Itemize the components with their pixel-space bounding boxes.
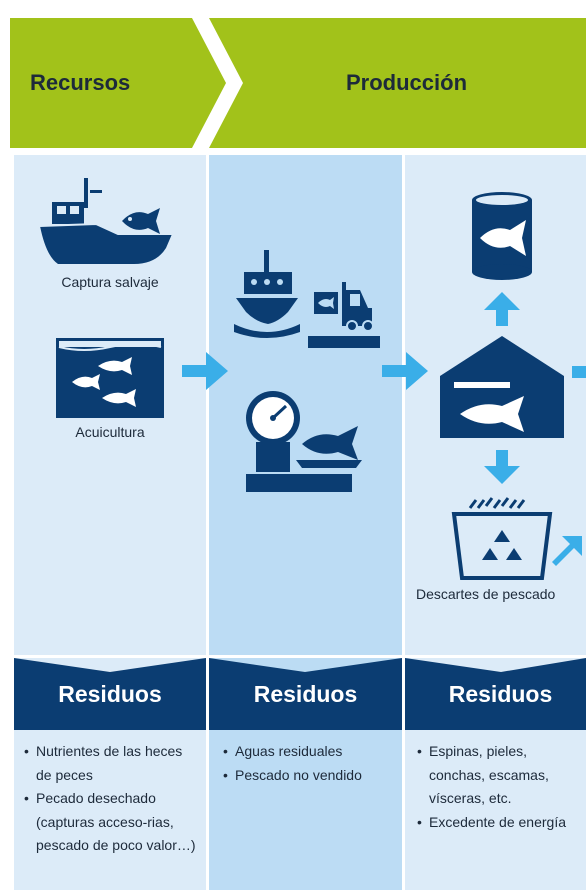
waste-item: Pecado desechado (capturas acceso-rias, … — [24, 787, 196, 858]
waste-label-1: Residuos — [58, 681, 162, 707]
arrow-diagonal-icon — [552, 536, 582, 566]
fish-icon — [122, 208, 160, 234]
logistics-panel — [209, 155, 402, 655]
waste-band-1 — [14, 658, 206, 730]
waste-list-2-panel: Aguas residuales Pescado no vendido — [209, 730, 402, 890]
waste-list-2: Aguas residuales Pescado no vendido — [209, 730, 402, 787]
stage-production-chevron — [209, 18, 586, 148]
cargo-ship-icon — [234, 250, 300, 338]
arrow-up-icon — [484, 292, 520, 326]
waste-band-3 — [405, 658, 586, 730]
caption-aquaculture: Acuicultura — [75, 424, 145, 440]
caption-wild-catch: Captura salvaje — [61, 274, 159, 290]
waste-band-2 — [209, 658, 402, 730]
arrow-right-icon — [182, 352, 228, 390]
stage-header-bar — [10, 18, 586, 148]
caption-fish-discards: Descartes de pescado — [416, 586, 556, 602]
stage-title-production: Producción — [346, 70, 468, 95]
waste-item: Pescado no vendido — [223, 764, 392, 788]
waste-list-3-panel: Espinas, pieles, conchas, escamas, vísce… — [405, 730, 586, 890]
forklift-icon — [308, 282, 380, 348]
weighing-scale-icon — [246, 391, 362, 492]
waste-list-1-panel: Nutrientes de las heces de peces Pecado … — [14, 730, 206, 890]
aquaculture-tank-icon — [56, 338, 164, 418]
waste-item: Espinas, pieles, conchas, escamas, vísce… — [417, 740, 580, 811]
waste-item: Aguas residuales — [223, 740, 392, 764]
waste-list-3: Espinas, pieles, conchas, escamas, vísce… — [405, 730, 586, 834]
stage-resources-chevron — [10, 18, 226, 148]
arrow-right-icon — [382, 352, 428, 390]
processing-plant-icon — [440, 336, 564, 438]
recycling-bin-icon — [451, 497, 553, 580]
waste-label-3: Residuos — [448, 681, 553, 707]
waste-label-2: Residuos — [253, 681, 358, 707]
arrow-down-icon — [484, 450, 520, 484]
arrow-partial-icon — [572, 366, 586, 378]
fish-can-icon — [472, 192, 532, 280]
waste-item: Excedente de energía — [417, 811, 580, 835]
waste-item: Nutrientes de las heces de peces — [24, 740, 196, 787]
waste-list-1: Nutrientes de las heces de peces Pecado … — [14, 730, 206, 858]
stage-title-resources: Recursos — [30, 70, 131, 95]
fishing-boat-icon — [39, 178, 172, 264]
